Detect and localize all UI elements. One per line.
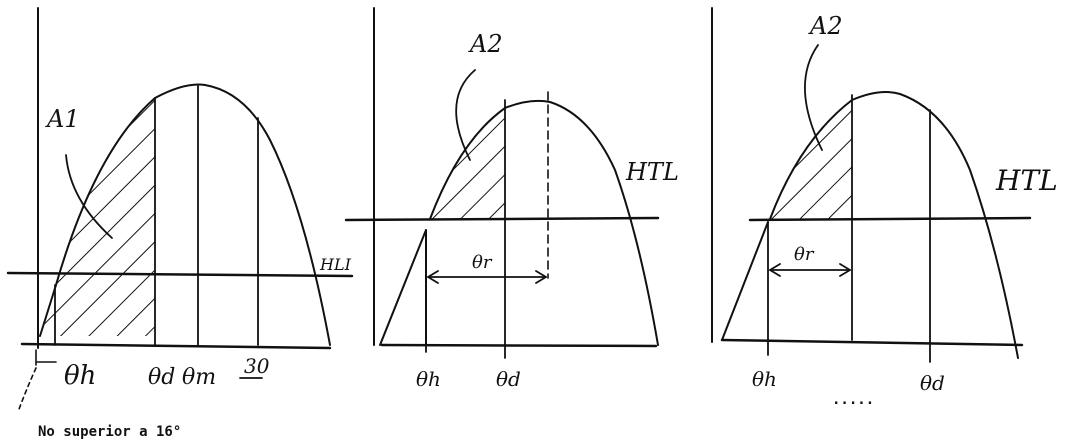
x-label-thirty: 30 (244, 354, 270, 378)
below-dashes: ..... (832, 392, 874, 408)
x-label-theta-h: θh (64, 361, 96, 391)
footnote-leader (17, 367, 37, 413)
htl-line (748, 216, 1032, 222)
x-label-theta-m: θm (182, 365, 216, 390)
arrow-head-left (427, 270, 439, 284)
panel-2: A2 HTL θr θh θd (344, 7, 679, 391)
a2-leader (804, 44, 823, 151)
x-label-theta-h: θh (416, 367, 441, 391)
line-label-hli: HLI (319, 255, 352, 274)
baseline (720, 338, 1024, 347)
heel-triangle (379, 229, 427, 346)
righting-curve (769, 91, 1019, 359)
a1-leader (65, 154, 113, 239)
panel-1: A1 HLI θh θd θm 30 No superior a 16° (6, 7, 354, 440)
line-label-htl: HTL (995, 164, 1058, 197)
panel-3: A2 HTL θr θh θd ..... (711, 7, 1058, 408)
x-label-theta-h: θh (752, 367, 777, 391)
x-label-theta-d: θd (920, 371, 945, 395)
area-label-a1: A1 (45, 105, 80, 133)
line-label-htl: HTL (625, 158, 679, 186)
area-a2-hatch (430, 108, 505, 219)
arrow-head-left (769, 263, 781, 277)
area-a2-hatch (770, 100, 852, 219)
arrow-head-right (839, 263, 851, 277)
area-a1-hatch (40, 98, 155, 336)
baseline (380, 343, 658, 348)
footnote-bracket (35, 349, 57, 366)
x-label-theta-d: θd (148, 365, 175, 390)
arrow-label-theta-r: θr (472, 252, 493, 273)
x-label-theta-d: θd (496, 367, 521, 391)
baseline (20, 342, 332, 350)
righting-curve (39, 83, 331, 346)
heel-triangle (721, 221, 769, 341)
arrow-label-theta-r: θr (794, 244, 815, 265)
righting-curve (429, 99, 659, 346)
a2-leader (455, 69, 476, 161)
arrow-head-right (535, 270, 547, 284)
area-label-a2: A2 (468, 30, 503, 58)
footnote-text: No superior a 16° (38, 424, 181, 440)
area-label-a2: A2 (808, 12, 843, 40)
